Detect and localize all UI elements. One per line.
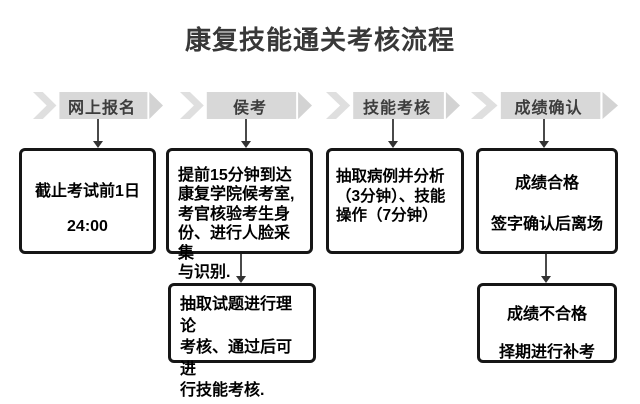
- connector-line: [240, 254, 242, 276]
- box-score-fail: 成绩不合格 择期进行补考: [477, 283, 617, 363]
- stage-banner-score-confirmation: 成绩确认: [471, 92, 618, 119]
- stage-banner-shape: [180, 92, 312, 119]
- connector-line: [97, 119, 99, 141]
- box-score-pass: 成绩合格 签字确认后离场: [476, 148, 618, 254]
- box-skill-exam-detail: 抽取病例并分析 （3分钟）、技能 操作（7分钟）: [326, 148, 464, 254]
- down-arrow-icon: [93, 141, 103, 148]
- banner-body: [353, 92, 444, 119]
- chevron-notch-icon: [180, 92, 204, 119]
- banner-body: [206, 92, 297, 119]
- box-line: 截止考试前1日: [35, 183, 140, 200]
- box-line: 24:00: [67, 218, 108, 235]
- box-registration-deadline: 截止考试前1日 24:00: [19, 148, 156, 254]
- down-arrow-icon: [236, 276, 246, 283]
- box-line: 成绩不合格: [506, 306, 587, 323]
- box-line: 择期进行补考: [498, 344, 595, 361]
- box-waiting-instructions: 提前15分钟到达 康复学院候考室, 考官核验考生身 份、进行人脸采集 与识别.: [166, 148, 313, 281]
- stage-label: 成绩确认: [514, 99, 583, 117]
- down-arrow-icon: [241, 141, 251, 148]
- stage-banner-online-registration: 网上报名: [33, 92, 163, 119]
- stage-banner-skill-assessment: 技能考核: [326, 92, 460, 119]
- banner-body: [59, 92, 148, 119]
- connector-line: [392, 119, 394, 141]
- arrow-head-icon: [149, 92, 163, 119]
- arrow-head-icon: [298, 92, 312, 119]
- stage-banner-shape: [326, 92, 460, 119]
- down-arrow-connector: [92, 119, 104, 148]
- stage-label: 网上报名: [67, 99, 136, 117]
- down-arrow-connector: [235, 254, 247, 283]
- box-line: 成绩合格: [514, 175, 579, 192]
- connector-line: [543, 119, 545, 141]
- connector-line: [545, 254, 547, 276]
- down-arrow-icon: [539, 141, 549, 148]
- box-line: 签字确认后离场: [490, 216, 603, 233]
- stage-banner-waiting: 侯考: [180, 92, 312, 119]
- stage-banner-shape: [471, 92, 618, 119]
- down-arrow-connector: [240, 119, 252, 148]
- down-arrow-connector: [387, 119, 399, 148]
- chevron-notch-icon: [33, 92, 57, 119]
- down-arrow-icon: [388, 141, 398, 148]
- connector-line: [245, 119, 247, 141]
- stage-label: 侯考: [232, 99, 267, 117]
- banner-body: [500, 92, 601, 119]
- chevron-notch-icon: [326, 92, 351, 119]
- box-theory-exam: 抽取试题进行理论 考核、通过后可进 行技能考核.: [168, 283, 316, 399]
- down-arrow-icon: [541, 276, 551, 283]
- arrow-head-icon: [445, 92, 460, 119]
- stage-label: 技能考核: [362, 99, 431, 117]
- down-arrow-connector: [538, 119, 550, 148]
- arrow-head-icon: [602, 92, 618, 119]
- stage-banner-shape: [33, 92, 163, 119]
- page-title: 康复技能通关考核流程: [184, 26, 455, 55]
- chevron-notch-icon: [471, 92, 498, 119]
- down-arrow-connector: [540, 254, 552, 283]
